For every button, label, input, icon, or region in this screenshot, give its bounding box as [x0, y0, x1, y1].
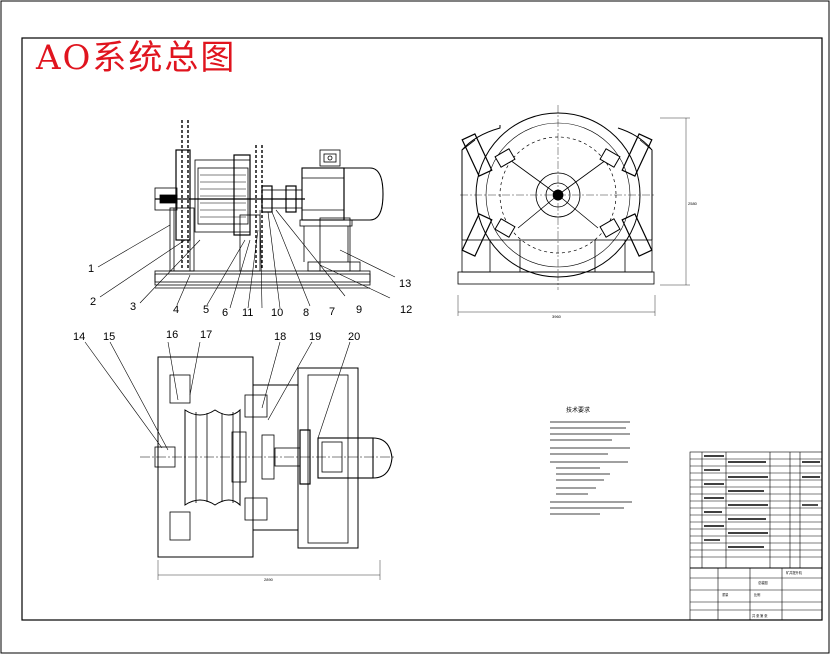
title-weight-label: 重量	[722, 592, 729, 597]
callout-18: 18	[274, 331, 286, 343]
callout-14: 14	[73, 331, 85, 343]
callout-4: 4	[173, 304, 179, 316]
plan-callout-numbers: 14 15 16 17 18 19 20	[73, 329, 360, 343]
callout-6: 6	[222, 307, 228, 319]
title-drawing-name: 总装图	[758, 580, 768, 585]
callout-10: 10	[271, 307, 283, 319]
callout-12: 12	[400, 304, 412, 316]
parts-list-fill	[704, 455, 820, 548]
callout-2: 2	[90, 296, 96, 308]
callout-8: 8	[303, 307, 309, 319]
title-scale-label: 比例	[754, 592, 760, 597]
plan-leader-lines	[84, 341, 351, 451]
callout-17: 17	[200, 329, 212, 341]
front-leader-lines	[97, 209, 396, 309]
callout-7: 7	[329, 306, 335, 318]
callout-13: 13	[399, 278, 411, 290]
plan-view	[140, 356, 395, 580]
front-elevation-view	[154, 120, 384, 289]
front-callout-numbers: 1 2 3 4 5 6 7 8 9 10 11 12 13	[88, 263, 412, 319]
side-width-dimension: 3960	[552, 314, 562, 319]
technical-notes: 技术要求	[550, 406, 632, 515]
callout-19: 19	[309, 331, 321, 343]
inner-frame	[21, 37, 823, 621]
title-sheet-label: 共 张 第 张	[752, 613, 768, 618]
callout-9: 9	[356, 304, 362, 316]
callout-5: 5	[203, 304, 209, 316]
side-elevation-view	[457, 105, 690, 316]
plan-width-dimension: 2890	[264, 577, 274, 582]
callout-15: 15	[103, 331, 115, 343]
drawing-title: AO系统总图	[36, 38, 237, 78]
title-project: 矿井提升机	[786, 570, 803, 575]
side-height-dimension: 2580	[688, 201, 698, 206]
callout-20: 20	[348, 331, 360, 343]
notes-title: 技术要求	[566, 406, 590, 414]
callout-1: 1	[88, 263, 94, 275]
callout-3: 3	[130, 301, 136, 313]
callout-16: 16	[166, 329, 178, 341]
callout-11: 11	[242, 307, 253, 319]
parts-list-table	[689, 451, 823, 621]
